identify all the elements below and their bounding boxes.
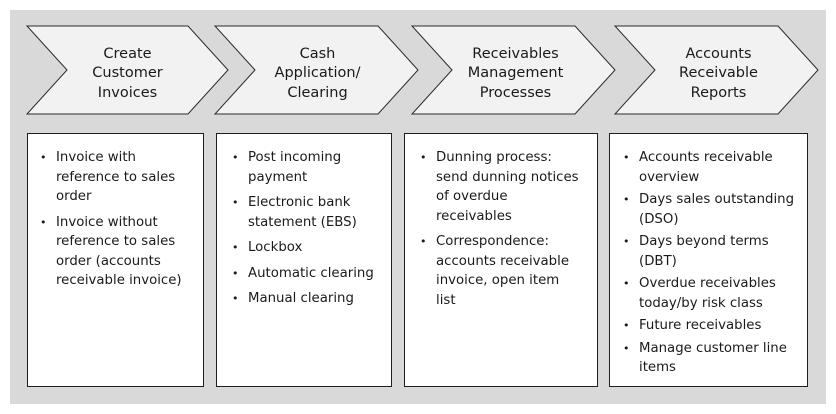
list-item-text: Days sales outstanding (DSO) (639, 192, 795, 227)
step-title-accounts-receivable-reports: Accounts Receivable Reports (679, 45, 758, 101)
list-item-text: Days beyond terms (DBT) (639, 234, 769, 269)
list-item: • Invoice without reference to sales orde… (39, 213, 195, 291)
list-item: • Overdue receivables today/by risk class (622, 274, 801, 313)
bullet-icon: • (232, 151, 239, 164)
bullet-list: • Accounts receivable overview • Days sale… (622, 148, 801, 378)
process-flow (25, 25, 819, 115)
bullet-icon: • (420, 151, 427, 164)
list-item: • Days sales outstanding (DSO) (622, 190, 801, 229)
detail-box-accounts-receivable-reports: • Accounts receivable overview • Days sale… (609, 133, 808, 387)
bullet-icon: • (420, 235, 427, 248)
list-item-text: Electronic bank statement (EBS) (248, 195, 357, 230)
list-item: • Future receivables (622, 316, 801, 336)
detail-box-receivables-management: • Dunning process: send dunning notices o… (404, 133, 598, 387)
bullet-icon: • (623, 319, 630, 332)
chevron-cash-application-clearing (213, 25, 419, 115)
list-item: • Electronic bank statement (EBS) (231, 193, 383, 232)
bullet-list: • Dunning process: send dunning notices o… (419, 148, 589, 310)
bullet-icon: • (623, 235, 630, 248)
list-item: • Lockbox (231, 238, 383, 258)
bullet-list: • Invoice with reference to sales order •… (39, 148, 195, 291)
bullet-icon: • (40, 151, 47, 164)
list-item-text: Invoice without reference to sales order… (56, 214, 182, 289)
bullet-icon: • (623, 277, 630, 290)
detail-box-create-customer-invoices: • Invoice with reference to sales order •… (27, 133, 204, 387)
step-title-receivables-management: Receivables Management Processes (467, 45, 564, 101)
list-item-text: Future receivables (639, 318, 762, 333)
list-item-text: Lockbox (248, 240, 303, 255)
list-item-text: Invoice with reference to sales order (56, 150, 176, 204)
list-item-text: Accounts receivable overview (639, 150, 773, 185)
chevron-accounts-receivable-reports (613, 25, 819, 115)
chevron-create-customer-invoices (25, 25, 229, 115)
list-item: • Days beyond terms (DBT) (622, 232, 801, 271)
list-item: • Manage customer line items (622, 339, 801, 378)
bullet-list: • Post incoming payment • Electronic bank … (231, 148, 383, 309)
list-item-text: Dunning process: send dunning notices of… (436, 150, 579, 224)
list-item: • Correspondence: accounts receivable inv… (419, 232, 589, 310)
list-item-text: Overdue receivables today/by risk class (639, 276, 776, 311)
list-item-text: Post incoming payment (248, 150, 342, 185)
list-item-text: Automatic clearing (248, 265, 374, 281)
list-item: • Invoice with reference to sales order (39, 148, 195, 207)
list-item-text: Manage customer line items (639, 340, 787, 376)
list-item: • Dunning process: send dunning notices o… (419, 148, 589, 226)
step-title-cash-application: Cash Application/ Clearing (274, 45, 361, 101)
list-item: • Post incoming payment (231, 148, 383, 187)
bullet-icon: • (623, 151, 630, 164)
bullet-icon: • (232, 241, 239, 254)
bullet-icon: • (623, 341, 630, 355)
bullet-icon: • (40, 215, 47, 229)
list-item: • Automatic clearing (231, 264, 383, 284)
detail-box-cash-application: • Post incoming payment • Electronic bank … (216, 133, 392, 387)
list-item: • Manual clearing (231, 289, 383, 309)
list-item-text: Manual clearing (248, 291, 354, 306)
chevron-receivables-management (410, 25, 616, 115)
bullet-icon: • (232, 266, 239, 280)
list-item: • Accounts receivable overview (622, 148, 801, 187)
step-title-create-customer-invoices: Create Customer Invoices (92, 45, 163, 101)
bullet-icon: • (232, 292, 239, 305)
list-item-text: Correspondence: accounts receivable invo… (436, 234, 570, 308)
bullet-icon: • (623, 193, 630, 206)
bullet-icon: • (232, 196, 239, 209)
